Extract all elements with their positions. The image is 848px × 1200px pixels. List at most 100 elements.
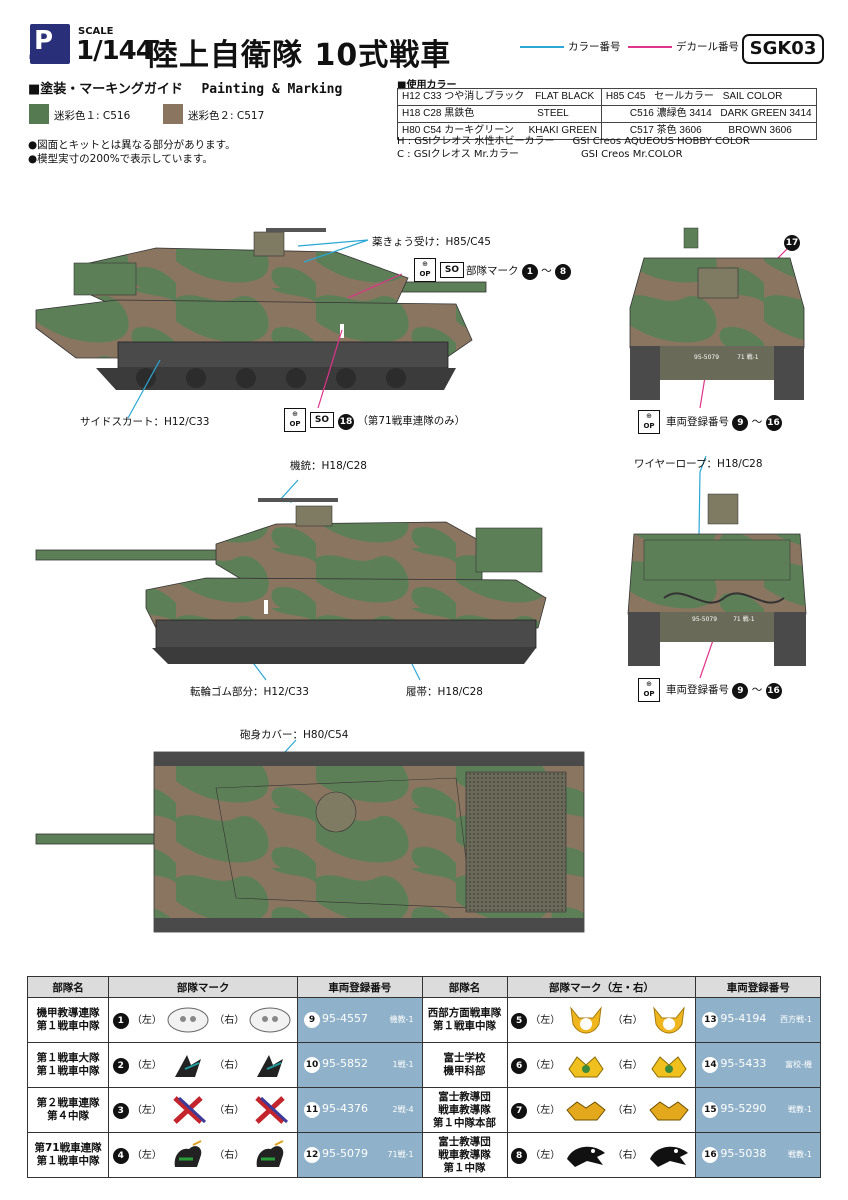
decal-number-9: 9 (732, 415, 749, 431)
decal-number: 9 (304, 1012, 321, 1028)
so-badge: SO (310, 412, 334, 428)
emblem-icon (255, 1096, 289, 1124)
road-wheel-callout: 転輪ゴム部分：H12/C33 (190, 686, 309, 698)
tank-right-side-view (35, 498, 547, 664)
header-unit-mark: 部隊マーク (108, 976, 299, 998)
camo-swatch-1 (29, 104, 49, 124)
decal-number: 14 (702, 1057, 719, 1073)
decal-number: 5 (511, 1013, 528, 1029)
unit-mark-cell: 3 （左） （右） (108, 1087, 299, 1133)
decal-number: 16 (702, 1147, 719, 1163)
unit-name-cell: 富士教導団戦車教導隊第１中隊本部 (421, 1087, 508, 1133)
decal-number: 12 (304, 1147, 321, 1163)
brand-logo-letter: P (34, 26, 54, 56)
emblem-icon (567, 1146, 606, 1167)
page-title: 陸上自衛隊 10式戦車 (148, 38, 452, 73)
unit-table-header: 部隊名 部隊マーク 車両登録番号 部隊名 部隊マーク（左・右） 車両登録番号 (26, 976, 821, 998)
color-number-legend: カラー番号 (568, 41, 621, 53)
unit-name-cell: 第１戦車大隊第１戦車中隊 (26, 1042, 110, 1088)
decal-number: 13 (702, 1012, 719, 1028)
optional-decal-badge: ⊕OP (284, 408, 306, 432)
decal-number: 11 (304, 1102, 321, 1118)
track-callout: 履帯：H18/C28 (406, 686, 483, 698)
tank-left-side-view (35, 228, 487, 390)
decal-number-18: 18 (338, 414, 354, 430)
unit-markings-table: 部隊名 部隊マーク 車両登録番号 部隊名 部隊マーク（左・右） 車両登録番号 機… (26, 976, 821, 1178)
emblem-icon (649, 1101, 689, 1121)
side-skirt-callout: サイドスカート：H12/C33 (80, 416, 210, 428)
reg-number-callout-rear: 車両登録番号 9 ～ 16 (666, 682, 782, 699)
unit-mark-callout: 部隊マーク 1 ～ 8 (466, 263, 572, 280)
unit-name-cell: 西部方面戦車隊第１戦車中隊 (421, 997, 508, 1043)
camo-swatch-2 (163, 104, 183, 124)
emblem-icon (653, 1006, 685, 1034)
tank-top-view (35, 751, 585, 933)
decal-17-callout: 17 (784, 230, 800, 251)
header-reg-number: 車両登録番号 (297, 976, 423, 998)
decal-number-9: 9 (732, 683, 749, 699)
machine-gun-callout: 機銃：H18/C28 (290, 460, 367, 472)
unit-mark-cell: 7 （左） （右） (506, 1087, 697, 1133)
color-row: H12 C33 つや消しブラック FLAT BLACK H85 C45 セールカ… (397, 88, 817, 106)
decal-number: 1 (112, 1013, 129, 1029)
unit-name-cell: 第２戦車連隊第４中隊 (26, 1087, 110, 1133)
header-unit-name: 部隊名 (26, 976, 110, 998)
reg-number-callout-front: 車両登録番号 9 ～ 16 (666, 414, 782, 431)
scale-value: 1/144 (76, 36, 154, 66)
decal-number: 6 (511, 1058, 528, 1074)
casing-catcher-callout: 薬きょう受け：H85/C45 (372, 236, 491, 248)
decal-number-legend: デカール番号 (676, 41, 739, 53)
decal-number: 3 (112, 1103, 129, 1119)
decal-number: 10 (304, 1057, 321, 1073)
tank-rear-view (627, 493, 807, 666)
color-cell: H80 C54 カーキグリーン KHAKI GREEN (397, 122, 602, 140)
optional-decal-badge: ⊕OP (638, 678, 660, 702)
unit-name-cell: 富士教導団戦車教導隊第１中隊 (421, 1132, 508, 1178)
product-code-badge: SGK03 (742, 34, 824, 64)
decal-number: 4 (112, 1148, 129, 1164)
decal-18-callout: 18 （第71戦車連隊のみ） (338, 413, 465, 430)
decal-number: 15 (702, 1102, 719, 1118)
decal-number-legend-line (628, 46, 672, 48)
guide-heading-en: Painting & Marking (201, 82, 343, 97)
emblem-icon (651, 1056, 687, 1078)
camo-swatch-1-label: 迷彩色１: C516 (54, 110, 131, 122)
color-row: H80 C54 カーキグリーン KHAKI GREEN C517 茶色 3606… (397, 122, 817, 140)
unit-mark-cell: 6 （左） （右） (506, 1042, 697, 1088)
decal-number-17: 17 (784, 235, 800, 251)
scale-label: SCALE (78, 26, 114, 37)
emblem-icon (257, 1140, 284, 1167)
decal-number: 2 (112, 1058, 129, 1074)
color-cell: H18 C28 黒鉄色 STEEL (397, 105, 602, 123)
optional-decal-badge: ⊕OP (638, 410, 660, 434)
header-unit-name: 部隊名 (421, 976, 508, 998)
emblem-icon (568, 1056, 605, 1078)
guide-heading: ■塗装・マーキングガイド Painting & Marking (28, 78, 342, 97)
color-cell: C517 茶色 3606 BROWN 3606 (600, 122, 817, 140)
emblem-icon (257, 1055, 284, 1077)
decal-number: 7 (511, 1103, 528, 1119)
unit-mark-cell: 8 （左） （右） (506, 1132, 697, 1178)
unit-name-cell: 機甲教導連隊第１戦車中隊 (26, 997, 110, 1043)
emblem-icon (167, 1007, 209, 1033)
colors-used-table: H12 C33 つや消しブラック FLAT BLACK H85 C45 セールカ… (397, 88, 817, 140)
decal-number-16: 16 (765, 415, 782, 431)
unit-name-cell: 富士学校機甲科部 (421, 1042, 508, 1088)
emblem-icon (249, 1007, 291, 1033)
unit-mark-cell: 4 （左） （右） (108, 1132, 299, 1178)
emblem-icon (174, 1140, 202, 1167)
emblem-icon (173, 1096, 207, 1124)
brand-name: PIT-ROAD (29, 54, 65, 61)
decal-number: 8 (511, 1148, 528, 1164)
